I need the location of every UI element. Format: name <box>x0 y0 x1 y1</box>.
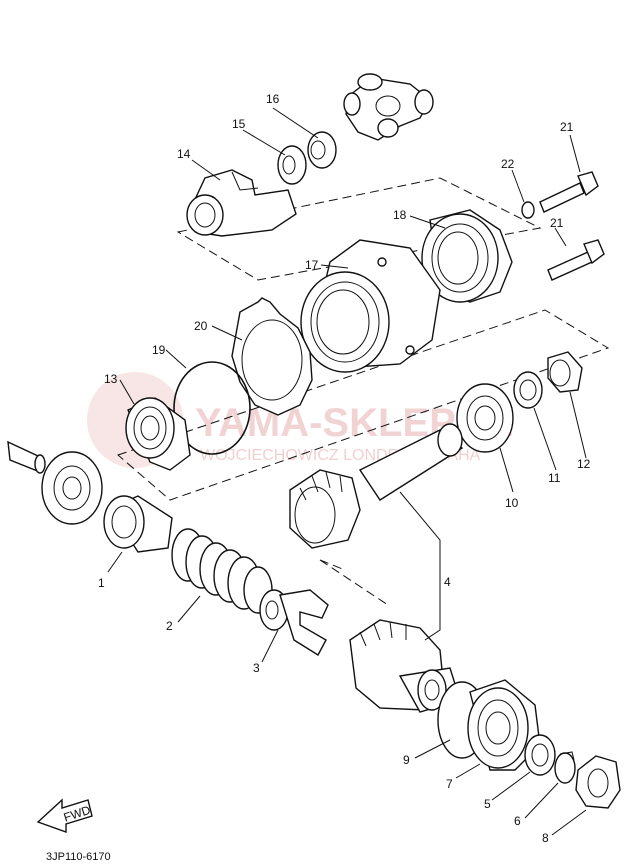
forward-direction-arrow: FWD <box>36 798 93 833</box>
callout-4: 4 <box>444 575 451 589</box>
callout-10: 10 <box>505 496 519 510</box>
callout-14: 14 <box>177 147 191 161</box>
part-4-pinion-shaft <box>289 423 464 549</box>
callout-22: 22 <box>501 157 515 171</box>
part-15-spacer <box>277 145 307 185</box>
part-11-shim <box>513 371 543 409</box>
oil-seal-left <box>41 451 103 525</box>
callout-13: 13 <box>104 372 118 386</box>
callout-5: 5 <box>484 797 491 811</box>
upper-group-outline <box>176 177 542 281</box>
part-8-nut <box>575 755 621 809</box>
part-13-bearing <box>125 397 191 471</box>
callout-18: 18 <box>393 208 407 222</box>
callout-labels: 16 15 14 21 22 18 21 17 20 19 13 1 2 3 4… <box>98 92 591 845</box>
part-2-spring <box>171 528 273 614</box>
part-18-housing-cover <box>421 209 513 303</box>
callout-6: 6 <box>514 814 521 828</box>
callout-7: 7 <box>446 777 453 791</box>
part-21-bolt-lower <box>547 239 605 281</box>
part-16-nut <box>307 131 337 169</box>
callout-1: 1 <box>98 576 105 590</box>
gear-group-outline <box>319 559 389 606</box>
callout-11: 11 <box>548 471 561 485</box>
part-3-fork <box>259 589 329 656</box>
part-17-bearing-housing <box>300 239 441 373</box>
part-14-yoke <box>186 169 297 237</box>
callout-17: 17 <box>305 258 319 272</box>
part-6-lock-washer <box>554 751 576 784</box>
callout-20: 20 <box>194 319 208 333</box>
part-22-washer <box>521 201 535 219</box>
callout-9: 9 <box>403 753 410 767</box>
diagram-code: 3JP110-6170 <box>46 851 111 863</box>
callout-21-lower: 21 <box>550 216 564 230</box>
callout-2: 2 <box>166 619 173 633</box>
callout-19: 19 <box>152 343 166 357</box>
part-1-collar <box>103 495 173 553</box>
callout-3: 3 <box>253 661 260 675</box>
part-12-nut <box>547 351 583 393</box>
part-10-bearing <box>456 383 514 453</box>
part-20-lock-plate <box>231 297 313 416</box>
universal-joint-cross <box>343 73 434 141</box>
part-21-bolt-upper <box>539 171 599 213</box>
callout-8: 8 <box>542 831 549 845</box>
callout-12: 12 <box>577 457 591 471</box>
callout-16: 16 <box>266 92 280 106</box>
callout-21-upper: 21 <box>560 120 574 134</box>
part-5-shim <box>524 734 556 776</box>
part-19-o-ring <box>173 361 251 455</box>
drive-shaft-end <box>7 440 46 474</box>
callout-15: 15 <box>232 117 246 131</box>
leader-lines <box>107 107 587 836</box>
